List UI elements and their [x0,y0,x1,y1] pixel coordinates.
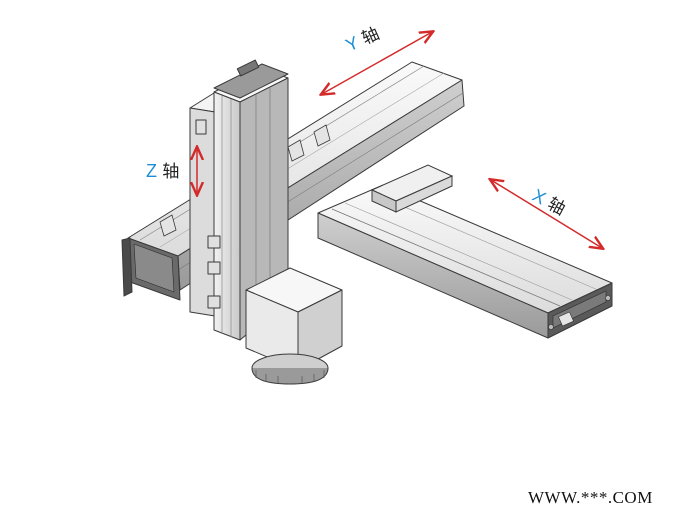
x-carriage [370,164,454,213]
x-axis-arrow [491,180,602,248]
tool-head [245,267,343,385]
x-axis-rail [317,184,613,339]
y-axis-arrow [322,32,432,94]
watermark-text: WWW.***.COM [528,488,653,507]
z-axis-label: Z 轴 [146,162,179,181]
y-rail-clamps [159,124,331,237]
axis-arrows [197,32,602,248]
z-axis-letter: Z [146,161,157,181]
z-axis-char: 轴 [162,162,180,182]
